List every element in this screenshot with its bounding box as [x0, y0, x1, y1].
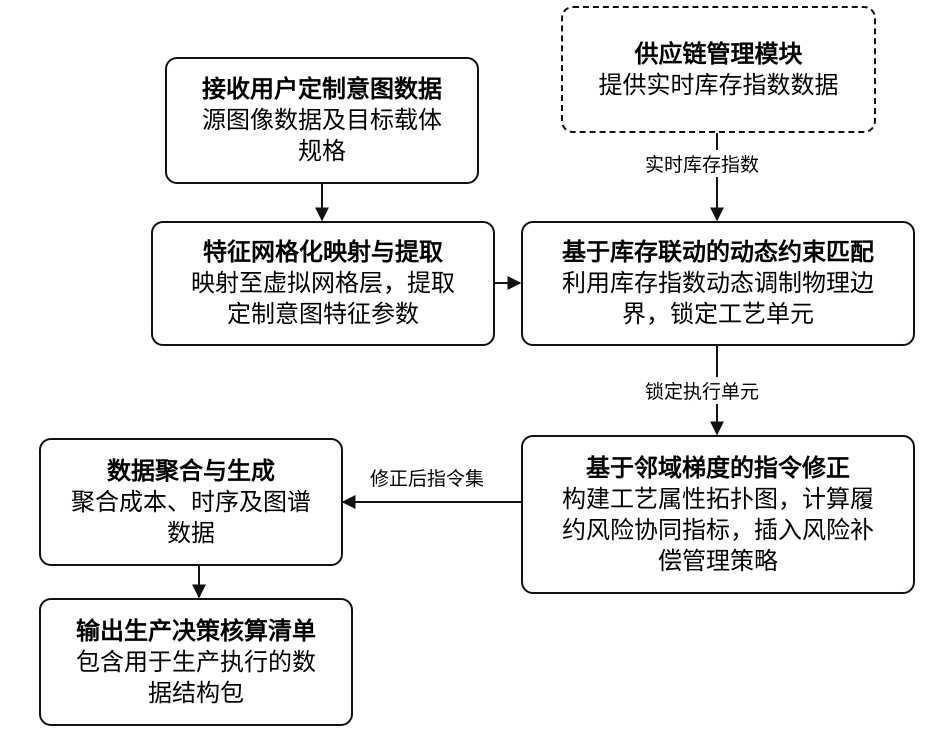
constraint-matching-desc-line1: 利用库存指数动态调制物理边	[562, 268, 874, 299]
receive-intent-desc-line1: 源图像数据及目标载体	[202, 105, 442, 136]
constraint-matching-title: 基于库存联动的动态约束匹配	[562, 237, 874, 268]
feature-mapping-desc-line2: 定制意图特征参数	[227, 299, 419, 330]
instruction-correction-desc-line3: 偿管理策略	[658, 546, 778, 577]
data-aggregation-desc-line2: 数据	[167, 518, 215, 549]
feature-mapping-box: 特征网格化映射与提取 映射至虚拟网格层，提取 定制意图特征参数	[151, 221, 495, 346]
supply-chain-title: 供应链管理模块	[635, 39, 803, 70]
output-decision-box: 输出生产决策核算清单 包含用于生产执行的数 据结构包	[39, 598, 353, 726]
edge-label-inventory-index: 实时库存指数	[645, 150, 759, 177]
instruction-correction-desc-line2: 约风险协同指标，插入风险补	[562, 515, 874, 546]
data-aggregation-box: 数据聚合与生成 聚合成本、时序及图谱 数据	[39, 438, 343, 566]
supply-chain-module-box: 供应链管理模块 提供实时库存指数数据	[561, 6, 876, 133]
supply-chain-desc: 提供实时库存指数数据	[599, 70, 839, 101]
data-aggregation-title: 数据聚合与生成	[107, 456, 275, 487]
constraint-matching-box: 基于库存联动的动态约束匹配 利用库存指数动态调制物理边 界，锁定工艺单元	[521, 221, 915, 346]
feature-mapping-desc-line1: 映射至虚拟网格层，提取	[191, 268, 455, 299]
edge-label-locked-unit: 锁定执行单元	[645, 377, 759, 404]
instruction-correction-desc-line1: 构建工艺属性拓扑图，计算履	[562, 484, 874, 515]
instruction-correction-title: 基于邻域梯度的指令修正	[586, 453, 850, 484]
receive-intent-title: 接收用户定制意图数据	[202, 74, 442, 105]
output-decision-desc-line2: 据结构包	[148, 678, 244, 709]
output-decision-title: 输出生产决策核算清单	[76, 616, 316, 647]
edge-label-corrected-instructions: 修正后指令集	[370, 464, 484, 491]
output-decision-desc-line1: 包含用于生产执行的数	[76, 647, 316, 678]
receive-intent-box: 接收用户定制意图数据 源图像数据及目标载体 规格	[165, 57, 479, 184]
receive-intent-desc-line2: 规格	[298, 136, 346, 167]
data-aggregation-desc-line1: 聚合成本、时序及图谱	[71, 487, 311, 518]
constraint-matching-desc-line2: 界，锁定工艺单元	[622, 299, 814, 330]
instruction-correction-box: 基于邻域梯度的指令修正 构建工艺属性拓扑图，计算履 约风险协同指标，插入风险补 …	[521, 435, 915, 594]
feature-mapping-title: 特征网格化映射与提取	[203, 237, 443, 268]
